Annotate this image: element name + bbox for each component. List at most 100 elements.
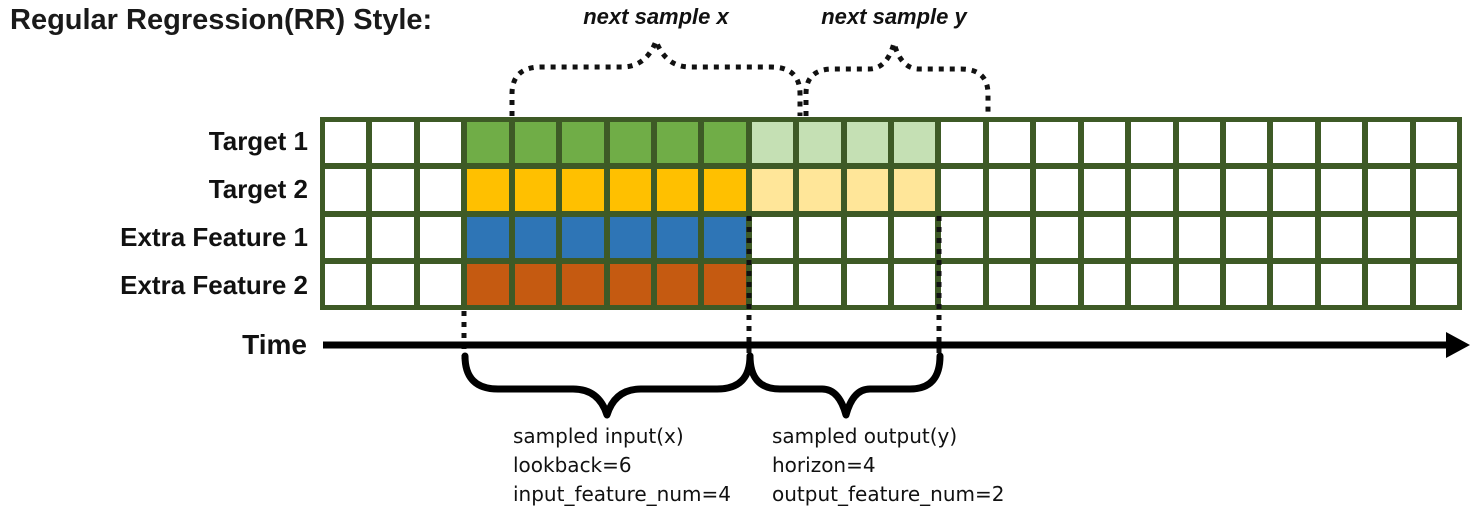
grid-cell xyxy=(988,216,1031,258)
annotation-line: output_feature_num=2 xyxy=(772,482,1005,506)
grid-cell xyxy=(1320,216,1363,258)
grid-cell xyxy=(1368,122,1410,164)
grid-cell xyxy=(1320,169,1363,211)
grid-cell xyxy=(656,122,699,164)
time-axis-arrowhead xyxy=(1446,332,1470,358)
grid-cell xyxy=(1036,216,1078,258)
grid-cell xyxy=(372,169,414,211)
grid-cell xyxy=(325,122,367,164)
grid-cell xyxy=(1273,122,1315,164)
grid-cell xyxy=(609,263,651,305)
grid-cell xyxy=(562,263,604,305)
grid-cell xyxy=(467,216,509,258)
grid-cell xyxy=(941,169,983,211)
time-axis-label: Time xyxy=(242,329,307,360)
grid-cell xyxy=(846,169,888,211)
grid-cell xyxy=(1036,122,1078,164)
grid-cell xyxy=(656,169,699,211)
grid-cell xyxy=(419,263,462,305)
grid-cell xyxy=(988,263,1031,305)
grid-cell xyxy=(1415,122,1457,164)
grid-cell xyxy=(1225,216,1268,258)
sampled-input-brace xyxy=(461,352,754,419)
grid-cell xyxy=(1415,169,1457,211)
grid-cell xyxy=(656,216,699,258)
grid-cell xyxy=(941,263,983,305)
grid-cell xyxy=(1368,169,1410,211)
grid-cell xyxy=(562,169,604,211)
grid-cell xyxy=(1225,169,1268,211)
grid-cell xyxy=(704,122,746,164)
grid-cell xyxy=(1083,216,1126,258)
grid-cell xyxy=(609,122,651,164)
grid-cell xyxy=(1131,263,1173,305)
grid-cell xyxy=(1415,216,1457,258)
grid-cell xyxy=(846,122,888,164)
grid-cell xyxy=(1036,169,1078,211)
grid-cell xyxy=(846,216,888,258)
grid-cell xyxy=(514,216,557,258)
next-sample-x-label: next sample x xyxy=(583,4,729,29)
grid-cell xyxy=(514,263,557,305)
grid-cell xyxy=(988,169,1031,211)
grid-cell xyxy=(467,263,509,305)
grid-cell xyxy=(514,169,557,211)
grid-cell xyxy=(467,122,509,164)
grid-cell xyxy=(325,263,367,305)
diagram-title: Regular Regression(RR) Style: xyxy=(10,4,433,36)
grid-cell xyxy=(419,169,462,211)
grid-cell xyxy=(1368,216,1410,258)
row-label-target-1: Target 1 xyxy=(208,125,308,156)
next-sample-y-label: next sample y xyxy=(821,4,967,29)
grid-cell xyxy=(941,122,983,164)
grid-cell xyxy=(941,216,983,258)
grid-cell xyxy=(1131,216,1173,258)
grid-cell xyxy=(1036,263,1078,305)
grid-cell xyxy=(1320,122,1363,164)
grid-cell xyxy=(419,216,462,258)
grid-cell xyxy=(751,122,794,164)
grid-cell xyxy=(514,122,557,164)
grid-cell xyxy=(1178,169,1220,211)
annotation-line: input_feature_num=4 xyxy=(513,482,731,506)
grid-cell xyxy=(609,169,651,211)
grid-cell xyxy=(1273,169,1315,211)
grid-cell xyxy=(1083,169,1126,211)
grid-cell xyxy=(372,263,414,305)
grid-cell xyxy=(562,122,604,164)
grid-cell xyxy=(751,216,794,258)
grid-cell xyxy=(1178,122,1220,164)
grid-cell xyxy=(1320,263,1363,305)
grid-cell xyxy=(1083,122,1126,164)
sampled-output-brace xyxy=(746,352,944,419)
grid-cell xyxy=(609,216,651,258)
grid-cell xyxy=(894,169,936,211)
grid-cell xyxy=(419,122,462,164)
grid-cell xyxy=(1178,216,1220,258)
grid-cell xyxy=(799,122,841,164)
annotation-line: lookback=6 xyxy=(513,453,632,477)
grid-cell xyxy=(1225,122,1268,164)
grid-cell xyxy=(799,169,841,211)
next-sample-y-brace xyxy=(803,33,991,116)
grid-cell xyxy=(562,216,604,258)
grid-cell xyxy=(846,263,888,305)
grid-cell xyxy=(1273,216,1315,258)
grid-cell xyxy=(1131,122,1173,164)
row-label-extra-feature-2: Extra Feature 2 xyxy=(120,270,308,301)
grid-cell xyxy=(372,122,414,164)
grid-cell xyxy=(799,216,841,258)
grid-cell xyxy=(372,216,414,258)
grid-cell xyxy=(1131,169,1173,211)
row-label-extra-feature-1: Extra Feature 1 xyxy=(120,222,308,252)
grid-cell xyxy=(1225,263,1268,305)
annotation-line: horizon=4 xyxy=(772,453,876,477)
grid-cell xyxy=(467,169,509,211)
grid-cell xyxy=(704,263,746,305)
grid-cell xyxy=(751,263,794,305)
annotation-line: sampled output(y) xyxy=(772,424,958,448)
grid-cell xyxy=(894,122,936,164)
grid-cell xyxy=(894,216,936,258)
